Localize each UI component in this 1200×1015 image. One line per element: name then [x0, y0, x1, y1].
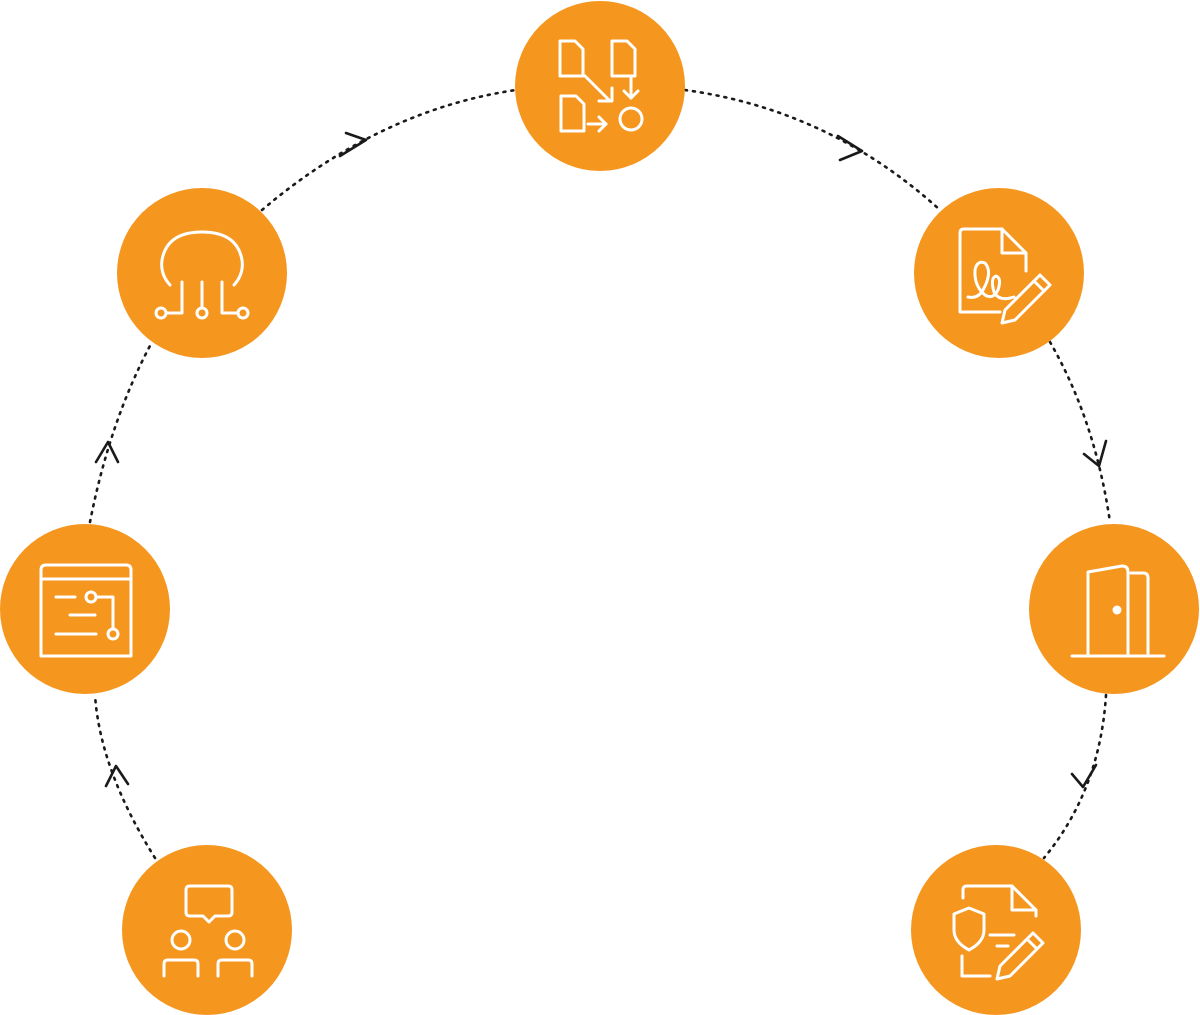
arrow-right-icon: [338, 131, 368, 158]
node-signature: [914, 188, 1084, 358]
document-signature-icon: [958, 227, 1052, 325]
door-icon: [1070, 564, 1166, 658]
people-chat-icon: [162, 884, 254, 978]
connector-arrowheads: [94, 131, 1108, 789]
browser-workflow-icon: [39, 563, 133, 658]
connector-browser-to-integration: [88, 340, 154, 524]
node-secure-document: [911, 845, 1081, 1015]
circuit-connector-icon: [154, 230, 250, 320]
connector-integration-to-routing: [260, 88, 518, 212]
node-integration: [117, 188, 287, 358]
arrow-right-icon: [836, 134, 864, 162]
connector-signature-to-access: [1048, 340, 1112, 524]
document-flow-icon: [558, 39, 644, 133]
secure-document-edit-icon: [952, 884, 1045, 981]
connector-access-to-secure: [1042, 693, 1108, 860]
connector-collaboration-to-browser: [93, 693, 157, 860]
node-document-routing: [515, 1, 685, 171]
arrow-down-icon: [1070, 763, 1098, 789]
arrow-down-icon: [1082, 439, 1108, 468]
arrow-up-icon: [104, 764, 130, 788]
node-collaboration: [122, 845, 292, 1015]
connector-routing-to-signature: [683, 88, 942, 212]
node-workflow-browser: [0, 524, 170, 694]
arrow-up-icon: [94, 440, 120, 464]
